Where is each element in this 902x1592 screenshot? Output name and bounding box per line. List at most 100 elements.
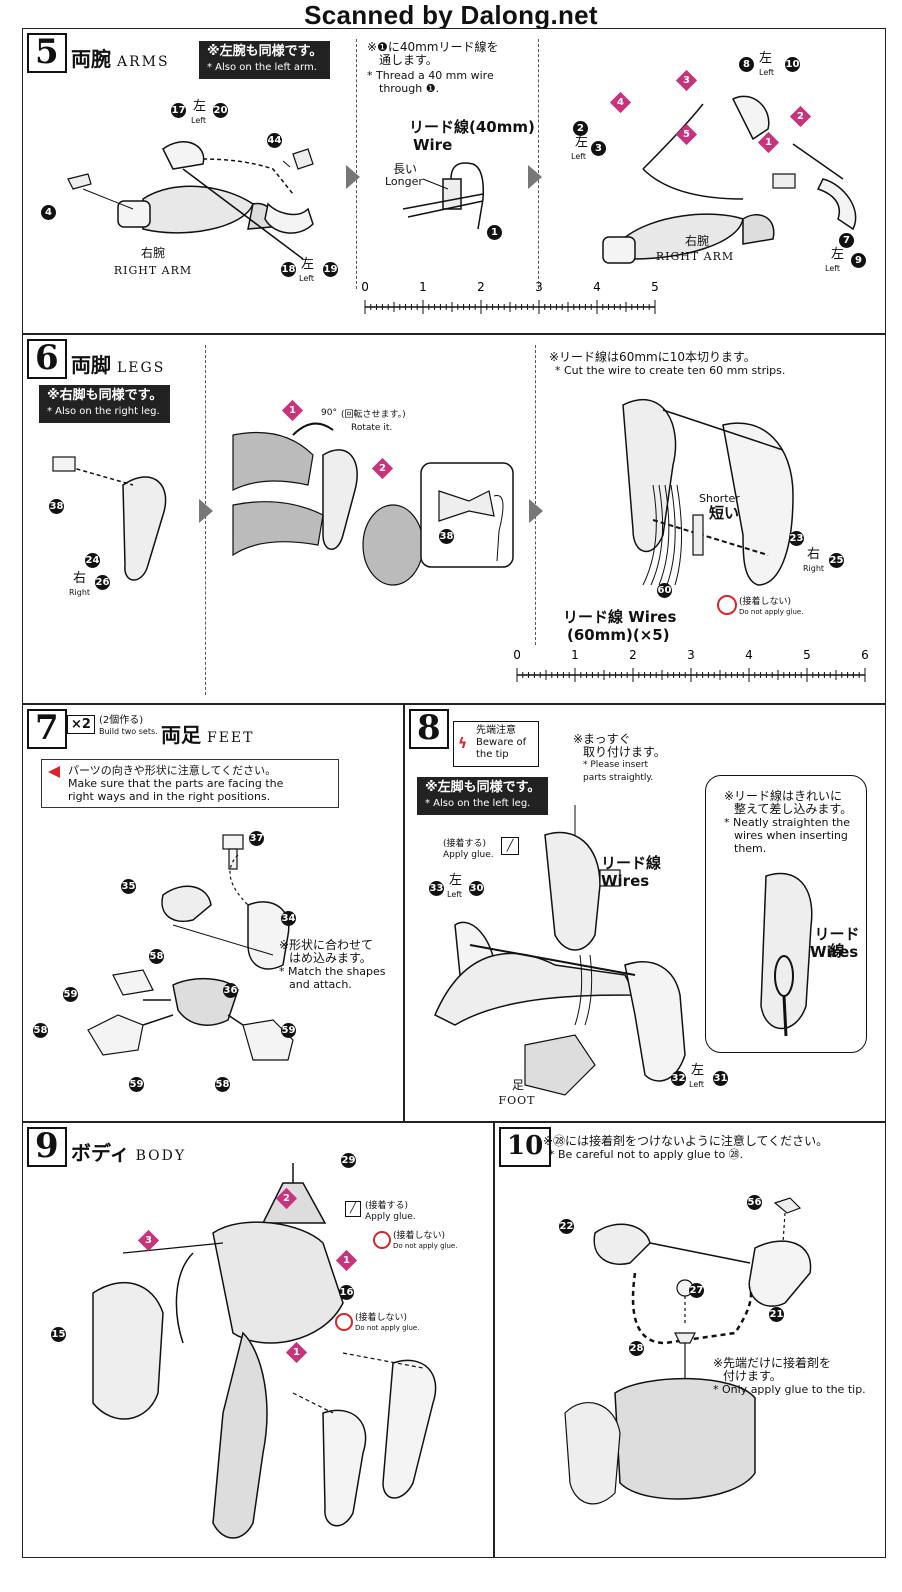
ruler-label: 2 bbox=[629, 648, 637, 662]
rotate-hand-illustration bbox=[232, 422, 424, 586]
tag-jp: ※左脚も同様です。 bbox=[425, 780, 541, 795]
next-arrow bbox=[528, 165, 542, 189]
part-17: 17 bbox=[171, 103, 186, 118]
part-22: 22 bbox=[559, 1219, 574, 1234]
part-58: 58 bbox=[33, 1023, 48, 1038]
caution-en-1: Make sure that the parts are facing the bbox=[68, 777, 284, 790]
glue-en: Apply glue. bbox=[443, 850, 494, 860]
match-shapes-note: ※形状に合わせて はめ込みます。 * Match the shapes and … bbox=[279, 939, 386, 992]
part-26: 26 bbox=[95, 575, 110, 590]
warning-icon bbox=[48, 766, 60, 778]
rotate-degree: 90° bbox=[321, 408, 337, 418]
right-arm-jp: 右腕 bbox=[140, 246, 165, 260]
part-59: 59 bbox=[281, 1023, 296, 1038]
wire-part-illustration bbox=[402, 162, 485, 230]
title-jp: 両足 bbox=[161, 723, 201, 747]
also-left-arm-tag: ※左腕も同様です。 * Also on the left arm. bbox=[199, 41, 331, 79]
tip-glue-note: ※先端だけに接着剤を 付けます。 * Only apply glue to th… bbox=[713, 1357, 866, 1397]
shorter-en: Shorter bbox=[699, 492, 740, 505]
build-two-note: (2個作る) Build two sets. bbox=[99, 715, 158, 737]
glue-brush-icon: ╱ bbox=[345, 1201, 361, 1217]
note-jp-2: 通します。 bbox=[379, 53, 438, 67]
neat-en-1: * Neatly straighten the bbox=[724, 816, 851, 829]
no-glue-icon bbox=[717, 595, 737, 615]
part-25: 25 bbox=[829, 553, 844, 568]
straight-en-1: * Please insert bbox=[583, 760, 649, 770]
divider bbox=[356, 39, 357, 289]
match-en-1: * Match the shapes bbox=[279, 965, 386, 978]
neat-jp-1: ※リード線はきれいに bbox=[724, 789, 843, 803]
thread-note: ※❶に40mmリード線を 通します。 * Thread a 40 mm wire… bbox=[367, 40, 499, 96]
part-34: 34 bbox=[281, 911, 296, 926]
ruler-label: 1 bbox=[419, 280, 427, 294]
wires-jp: リード線 bbox=[601, 854, 662, 872]
part-9: 9 bbox=[851, 253, 866, 268]
no-glue-icon bbox=[335, 1313, 353, 1331]
part-3: 3 bbox=[591, 141, 606, 156]
marker-text: 4 bbox=[617, 97, 624, 108]
part-29: 29 bbox=[341, 1153, 356, 1168]
leg-part-illustration bbox=[52, 456, 167, 581]
left-jp-33: 左 bbox=[449, 873, 463, 888]
marker-text: 3 bbox=[683, 75, 690, 86]
wire-label-en: Wire bbox=[413, 136, 453, 154]
ruler-label: 6 bbox=[861, 648, 869, 662]
step-number: 7 bbox=[27, 709, 67, 749]
marker-text: 1 bbox=[289, 405, 296, 416]
part-21: 21 bbox=[769, 1307, 784, 1322]
part-7: 7 bbox=[839, 233, 854, 248]
straight-en-2: parts straightly. bbox=[583, 773, 654, 783]
part-1: 1 bbox=[487, 225, 502, 240]
part-30: 30 bbox=[469, 881, 484, 896]
leg-foot-assembly-illustration bbox=[434, 805, 686, 1096]
part-35: 35 bbox=[121, 879, 136, 894]
noglue-jp: (接着しない) bbox=[355, 1313, 408, 1323]
apply-glue-note: (接着する) Apply glue. bbox=[365, 1201, 416, 1223]
left-label-2: Left bbox=[571, 152, 587, 161]
beware-text: 先端注意 Beware of the tip bbox=[476, 725, 526, 761]
head-assembly-illustration bbox=[564, 1197, 812, 1505]
part-56: 56 bbox=[747, 1195, 762, 1210]
beware-en-1: Beware of bbox=[476, 737, 527, 748]
marker-text: 1 bbox=[293, 1347, 300, 1358]
caution-en-2: right ways and in the right positions. bbox=[68, 790, 271, 803]
part-23: 23 bbox=[789, 531, 804, 546]
part-59: 59 bbox=[129, 1077, 144, 1092]
watermark: Scanned by Dalong.net bbox=[304, 0, 598, 30]
straight-note: ※まっすぐ 取り付けます。 * Please insert parts stra… bbox=[573, 733, 666, 785]
glue-jp: (接着する) bbox=[443, 839, 487, 849]
wire-inset: ※リード線はきれいに 整えて差し込みます。 * Neatly straighte… bbox=[705, 775, 867, 1053]
marker-text: 5 bbox=[683, 129, 690, 140]
glue-en: Apply glue. bbox=[365, 1212, 416, 1222]
left-jp-8: 左 bbox=[759, 51, 773, 66]
left-jp-18: 左 bbox=[301, 257, 315, 272]
ruler-label: 3 bbox=[535, 280, 543, 294]
right-arm-en-2: RIGHT ARM bbox=[655, 250, 735, 263]
next-arrow bbox=[529, 499, 543, 523]
glue-jp: (接着する) bbox=[365, 1201, 409, 1211]
part-33: 33 bbox=[429, 881, 444, 896]
right-arm-jp-2: 右腕 bbox=[684, 234, 709, 248]
inset-wires-en: Wires bbox=[810, 943, 859, 961]
tag-jp: ※右脚も同様です。 bbox=[47, 388, 163, 403]
left-label-18: Left bbox=[299, 274, 315, 283]
right-arm-en: RIGHT ARM bbox=[113, 264, 193, 277]
step-number: 10 bbox=[499, 1127, 552, 1167]
no-glue-note: (接着しない) Do not apply glue. bbox=[739, 597, 803, 617]
beware-tip-box: ϟ 先端注意 Beware of the tip bbox=[453, 721, 539, 767]
note-jp-1: ※❶に40mmリード線を bbox=[367, 40, 499, 54]
marker-text: 2 bbox=[797, 111, 804, 122]
detail-inset bbox=[420, 462, 514, 568]
inset-wire-illustration bbox=[760, 872, 813, 1037]
longer-jp: 長い bbox=[393, 162, 418, 176]
tag-jp: ※左腕も同様です。 bbox=[207, 44, 323, 59]
foot-jp: 足 bbox=[511, 1078, 524, 1092]
right-jp-23: 右 bbox=[807, 547, 821, 562]
step10-panel: 10 ※㉘には接着剤をつけないように注意してください。 * Be careful… bbox=[494, 1122, 886, 1558]
ruler-label: 4 bbox=[745, 648, 753, 662]
neat-en-2: wires when inserting bbox=[734, 829, 848, 842]
